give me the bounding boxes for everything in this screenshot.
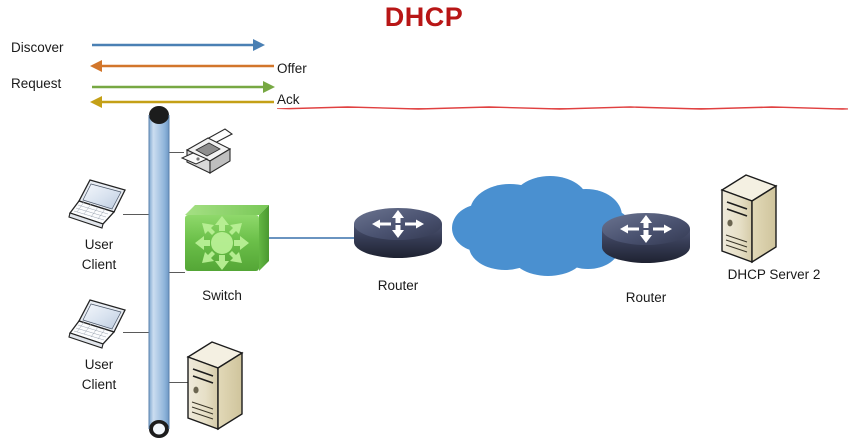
link-backbone-server-local — [160, 382, 188, 383]
network-backbone — [148, 106, 170, 438]
legend-arrow-ack — [90, 96, 274, 108]
spellcheck-underline-icon — [277, 106, 848, 110]
legend-label-discover: Discover — [11, 40, 64, 55]
link-backbone-switch — [160, 272, 185, 273]
legend-label-offer: Offer — [277, 61, 307, 76]
label-client-bottom: User Client — [81, 357, 117, 392]
cloud-icon — [452, 176, 630, 276]
label-dhcp-server: DHCP Server 2 — [727, 267, 821, 282]
link-backbone-client-top — [123, 214, 159, 215]
label-switch: Switch — [202, 288, 242, 303]
router-icon-left — [354, 208, 442, 258]
legend-label-ack: Ack — [277, 92, 848, 110]
switch-icon — [185, 205, 269, 271]
server-icon-local — [186, 341, 244, 431]
legend-arrow-request — [92, 81, 275, 93]
link-backbone-printer — [160, 152, 184, 153]
link-switch-router-left — [269, 237, 367, 239]
printer-icon — [180, 128, 234, 174]
legend-label-ack-text: Ack — [277, 92, 300, 107]
router-icon-right — [602, 213, 690, 263]
legend-label-request: Request — [11, 76, 62, 91]
legend-arrow-discover — [92, 39, 265, 51]
legend-arrow-offer — [90, 60, 274, 72]
server-icon-dhcp — [720, 174, 778, 264]
page-title: DHCP — [384, 2, 464, 32]
laptop-icon-client-bottom — [68, 299, 126, 349]
label-router-left: Router — [377, 278, 419, 293]
label-client-top: User Client — [81, 237, 117, 272]
label-router-right: Router — [625, 290, 667, 305]
link-backbone-client-bottom — [123, 332, 159, 333]
laptop-icon-client-top — [68, 179, 126, 229]
